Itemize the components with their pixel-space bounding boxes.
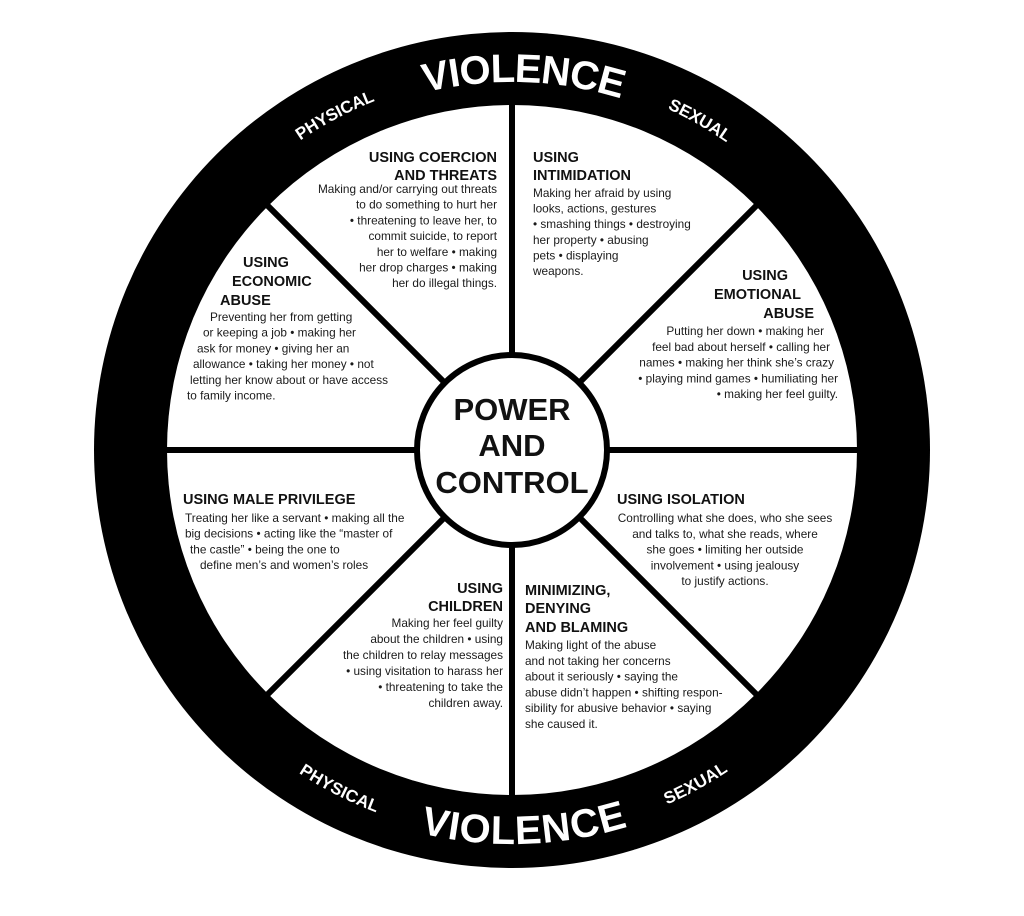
spokes [165, 103, 859, 797]
spoke-line [577, 515, 760, 698]
section-description-line: names • making her think she’s crazy [639, 356, 834, 370]
section-description-line: • using visitation to harass her [346, 664, 503, 678]
spoke-line [264, 515, 447, 698]
section-description-line: big decisions • acting like the “master … [185, 527, 393, 541]
section-description-line: to do something to hurt her [356, 198, 497, 212]
section-description-line: • making her feel guilty. [717, 387, 838, 401]
section-description-line: and talks to, what she reads, where [632, 527, 818, 541]
section-description-line: Putting her down • making her [666, 324, 824, 338]
section-title: CHILDREN [428, 599, 503, 615]
section-description-line: and not taking her concerns [525, 654, 671, 668]
section-description-line: ask for money • giving her an [197, 341, 349, 355]
section-description-line: about the children • using [370, 632, 503, 646]
section-description-line: about it seriously • saying the [525, 670, 678, 684]
section-title: USING COERCION [369, 150, 497, 166]
section-description-line: her property • abusing [533, 233, 649, 247]
section-description-line: to family income. [187, 389, 276, 403]
section-title: ABUSE [763, 306, 814, 322]
section-title: USING [457, 581, 503, 597]
section-title: ABUSE [220, 293, 271, 309]
section-title: DENYING [525, 601, 591, 617]
section-title: AND THREATS [394, 168, 497, 184]
section-description-line: she goes • limiting her outside [647, 543, 804, 557]
section-description-line: commit suicide, to report [369, 229, 498, 243]
section-minimizing-denying-blaming: MINIMIZING, DENYING AND BLAMING Making ligh… [525, 583, 723, 731]
section-description-line: feel bad about herself • calling her [652, 340, 830, 354]
spoke-line [577, 202, 760, 385]
center-line-power: POWER [453, 392, 570, 427]
section-title: INTIMIDATION [533, 168, 631, 184]
center-line-and: AND [478, 428, 545, 463]
section-description-line: abuse didn’t happen • shifting respon- [525, 685, 723, 699]
section-description-line: pets • displaying [533, 248, 618, 262]
section-description-line: Controlling what she does, who she sees [618, 511, 833, 525]
section-description-line: Making her afraid by using [533, 186, 671, 200]
section-description-line: define men’s and women’s roles [200, 558, 368, 572]
section-description-line: Making and/or carrying out threats [318, 182, 497, 196]
section-description-line: involvement • using jealousy [651, 558, 799, 572]
section-description-line: Preventing her from getting [210, 310, 352, 324]
section-title: AND BLAMING [525, 620, 628, 636]
section-title: USING ISOLATION [617, 492, 745, 508]
section-description-line: the castle” • being the one to [190, 542, 340, 556]
section-description-line: • smashing things • destroying [533, 217, 691, 231]
section-intimidation: USING INTIMIDATION Making her afraid by us… [532, 150, 691, 278]
section-description-line: her drop charges • making [359, 261, 497, 275]
section-description-line: • threatening to leave her, to [350, 213, 498, 227]
spoke-line [264, 202, 447, 385]
section-description-line: Making her feel guilty [392, 616, 504, 630]
section-description-line: letting her know about or have access [190, 373, 388, 387]
section-title: USING MALE PRIVILEGE [183, 492, 356, 508]
section-description-line: the children to relay messages [343, 648, 503, 662]
section-title: ECONOMIC [232, 274, 312, 290]
section-description-line: • playing mind games • humiliating her [638, 371, 838, 385]
section-title: USING [243, 255, 289, 271]
section-description-line: sibility for abusive behavior • saying [525, 701, 711, 715]
section-male-privilege: USING MALE PRIVILEGE Treating her like a … [183, 492, 405, 572]
section-description-line: • threatening to take the [378, 680, 503, 694]
section-description-line: looks, actions, gestures [533, 202, 656, 216]
section-description-line: her to welfare • making [377, 245, 497, 259]
section-description-line: Making light of the abuse [525, 638, 657, 652]
section-description-line: she caused it. [525, 717, 598, 731]
section-description-line: or keeping a job • making her [203, 326, 356, 340]
section-title: MINIMIZING, [525, 583, 610, 599]
section-emotional-abuse: USING EMOTIONAL ABUSE Putting her down • ma… [638, 268, 838, 401]
section-isolation: USING ISOLATION Controlling what she does… [617, 492, 832, 588]
section-description-line: allowance • taking her money • not [193, 357, 374, 371]
section-title: EMOTIONAL [714, 287, 801, 303]
section-description-line: to justify actions. [681, 574, 768, 588]
section-description-line: Treating her like a servant • making all… [185, 511, 405, 525]
section-description-line: children away. [428, 696, 503, 710]
center-line-control: CONTROL [435, 465, 588, 500]
section-description-line: weapons. [532, 264, 584, 278]
section-title: USING [742, 268, 788, 284]
center-hub [414, 352, 610, 548]
section-description-line: her do illegal things. [392, 276, 497, 290]
section-title: USING [533, 150, 579, 166]
